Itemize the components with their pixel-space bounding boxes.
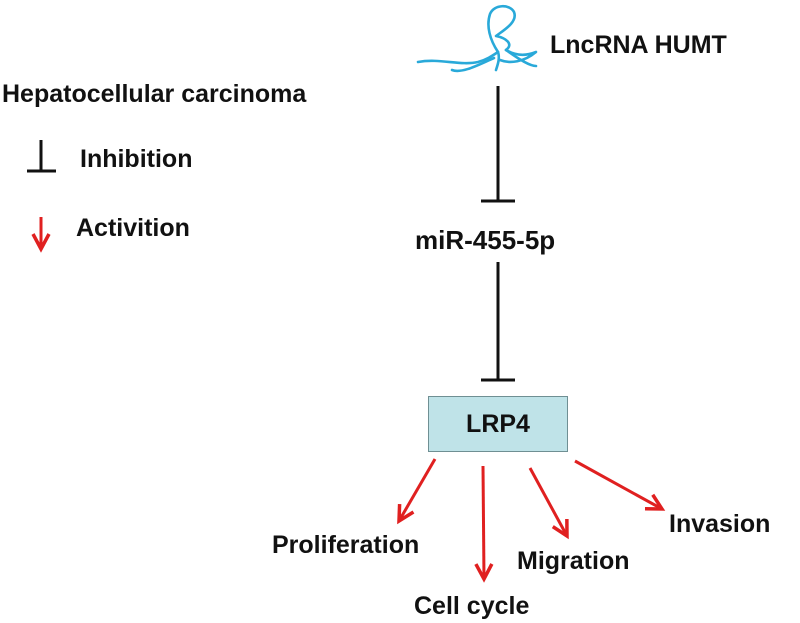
legend-activation-label: Activition <box>76 214 190 242</box>
outcome-cell-cycle-label: Cell cycle <box>414 592 530 620</box>
lrp4-box-fill <box>428 396 568 452</box>
inhibition-tbar-mir-lrp4 <box>481 262 515 382</box>
arrow-to-invasion <box>574 459 666 511</box>
rna-strand-icon <box>416 4 538 73</box>
outcome-proliferation-label: Proliferation <box>272 531 420 559</box>
legend-title: Hepatocellular carcinoma <box>2 80 307 108</box>
outcome-invasion-label: Invasion <box>669 510 771 538</box>
legend-inhibition-label: Inhibition <box>80 145 193 173</box>
node-mirna-label: miR-455-5p <box>415 225 556 255</box>
arrow-to-proliferation <box>397 458 437 525</box>
outcome-migration-label: Migration <box>517 547 630 575</box>
inhibition-tbar-icon <box>27 140 56 173</box>
node-lrp4-box: LRP4 <box>428 396 568 452</box>
inhibition-tbar-lncrna-mir <box>481 86 515 203</box>
activation-arrows <box>397 458 666 583</box>
arrow-to-cell-cycle <box>474 465 494 583</box>
node-lncrna-label: LncRNA HUMT <box>550 31 727 59</box>
arrow-to-migration <box>528 467 569 540</box>
node-lrp4-label: LRP4 <box>466 409 530 438</box>
